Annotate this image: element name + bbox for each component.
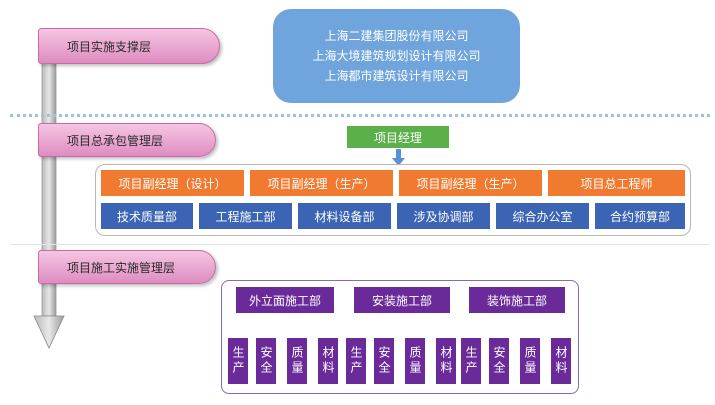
leaf-label: 质量: [290, 346, 304, 376]
leaf-label: 材料: [439, 346, 453, 376]
department-label: 工程施工部: [215, 209, 276, 224]
department-label: 技术质量部: [116, 209, 177, 224]
leaf-box: 材料: [318, 338, 338, 384]
leaf-box: 材料: [436, 338, 456, 384]
deputy-box: 项目副经理（生产）: [250, 170, 393, 196]
company-name: 上海都市建筑设计有限公司: [324, 69, 469, 83]
layer-label: 项目总承包管理层: [67, 133, 164, 148]
pm-arrow-shaft: [396, 149, 401, 159]
leaf-label: 材料: [554, 346, 568, 376]
company-name: 上海二建集团股份有限公司: [324, 29, 469, 43]
construction-dept-label: 外立面施工部: [248, 293, 321, 308]
department-label: 综合办公室: [512, 209, 573, 224]
layer-label: 项目施工实施管理层: [67, 260, 176, 275]
deputy-box: 项目总工程师: [548, 170, 685, 196]
construction-dept-box: 外立面施工部: [236, 287, 334, 313]
department-box: 技术质量部: [101, 203, 193, 229]
leaf-box: 质量: [287, 338, 307, 384]
leaf-box: 安全: [489, 338, 509, 384]
leaf-box: 安全: [374, 338, 394, 384]
leaf-box: 材料: [551, 338, 571, 384]
leaf-box: 安全: [256, 338, 276, 384]
department-box: 综合办公室: [496, 203, 589, 229]
leaf-label: 安全: [259, 346, 273, 376]
leaf-label: 生产: [231, 346, 245, 376]
deputy-label: 项目副经理（生产）: [416, 176, 525, 191]
construction-dept-label: 安装施工部: [371, 293, 432, 308]
construction-dept-label: 装饰施工部: [486, 293, 547, 308]
layer-divider: [10, 114, 710, 117]
department-box: 涉及协调部: [397, 203, 490, 229]
leaf-box: 生产: [228, 338, 248, 384]
leaf-label: 材料: [321, 346, 335, 376]
project-manager-box: 项目经理: [347, 126, 449, 148]
department-label: 材料设备部: [314, 209, 375, 224]
leaf-box: 生产: [346, 338, 366, 384]
company-name: 上海大境建筑规划设计有限公司: [312, 49, 481, 63]
company-box: 上海二建集团股份有限公司 上海大境建筑规划设计有限公司 上海都市建筑设计有限公司: [273, 9, 520, 103]
leaf-box: 生产: [461, 338, 481, 384]
department-label: 合约预算部: [609, 209, 670, 224]
vertical-arrow-head: [33, 315, 65, 349]
leaf-label: 质量: [408, 346, 422, 376]
construction-dept-box: 安装施工部: [354, 287, 450, 313]
leaf-label: 安全: [492, 346, 506, 376]
leaf-box: 质量: [520, 338, 540, 384]
pm-arrow-head: [392, 158, 405, 166]
department-label: 涉及协调部: [413, 209, 474, 224]
leaf-box: 质量: [405, 338, 425, 384]
leaf-label: 安全: [377, 346, 391, 376]
layer-label: 项目实施支撑层: [67, 39, 152, 54]
deputy-label: 项目总工程师: [580, 176, 653, 191]
deputy-label: 项目副经理（设计）: [118, 176, 227, 191]
deputy-box: 项目副经理（生产）: [399, 170, 542, 196]
leaf-label: 生产: [349, 346, 363, 376]
project-manager-label: 项目经理: [373, 130, 422, 145]
layer-tab-construction: 项目施工实施管理层: [38, 250, 216, 284]
layer-tab-general: 项目总承包管理层: [38, 123, 216, 157]
layer-tab-support: 项目实施支撑层: [38, 28, 220, 64]
construction-dept-box: 装饰施工部: [469, 287, 565, 313]
deputy-box: 项目副经理（设计）: [101, 170, 244, 196]
leaf-label: 质量: [523, 346, 537, 376]
department-box: 材料设备部: [298, 203, 391, 229]
deputy-label: 项目副经理（生产）: [267, 176, 376, 191]
layer-divider: [10, 244, 710, 245]
department-box: 合约预算部: [595, 203, 685, 229]
leaf-label: 生产: [464, 346, 478, 376]
department-box: 工程施工部: [199, 203, 292, 229]
